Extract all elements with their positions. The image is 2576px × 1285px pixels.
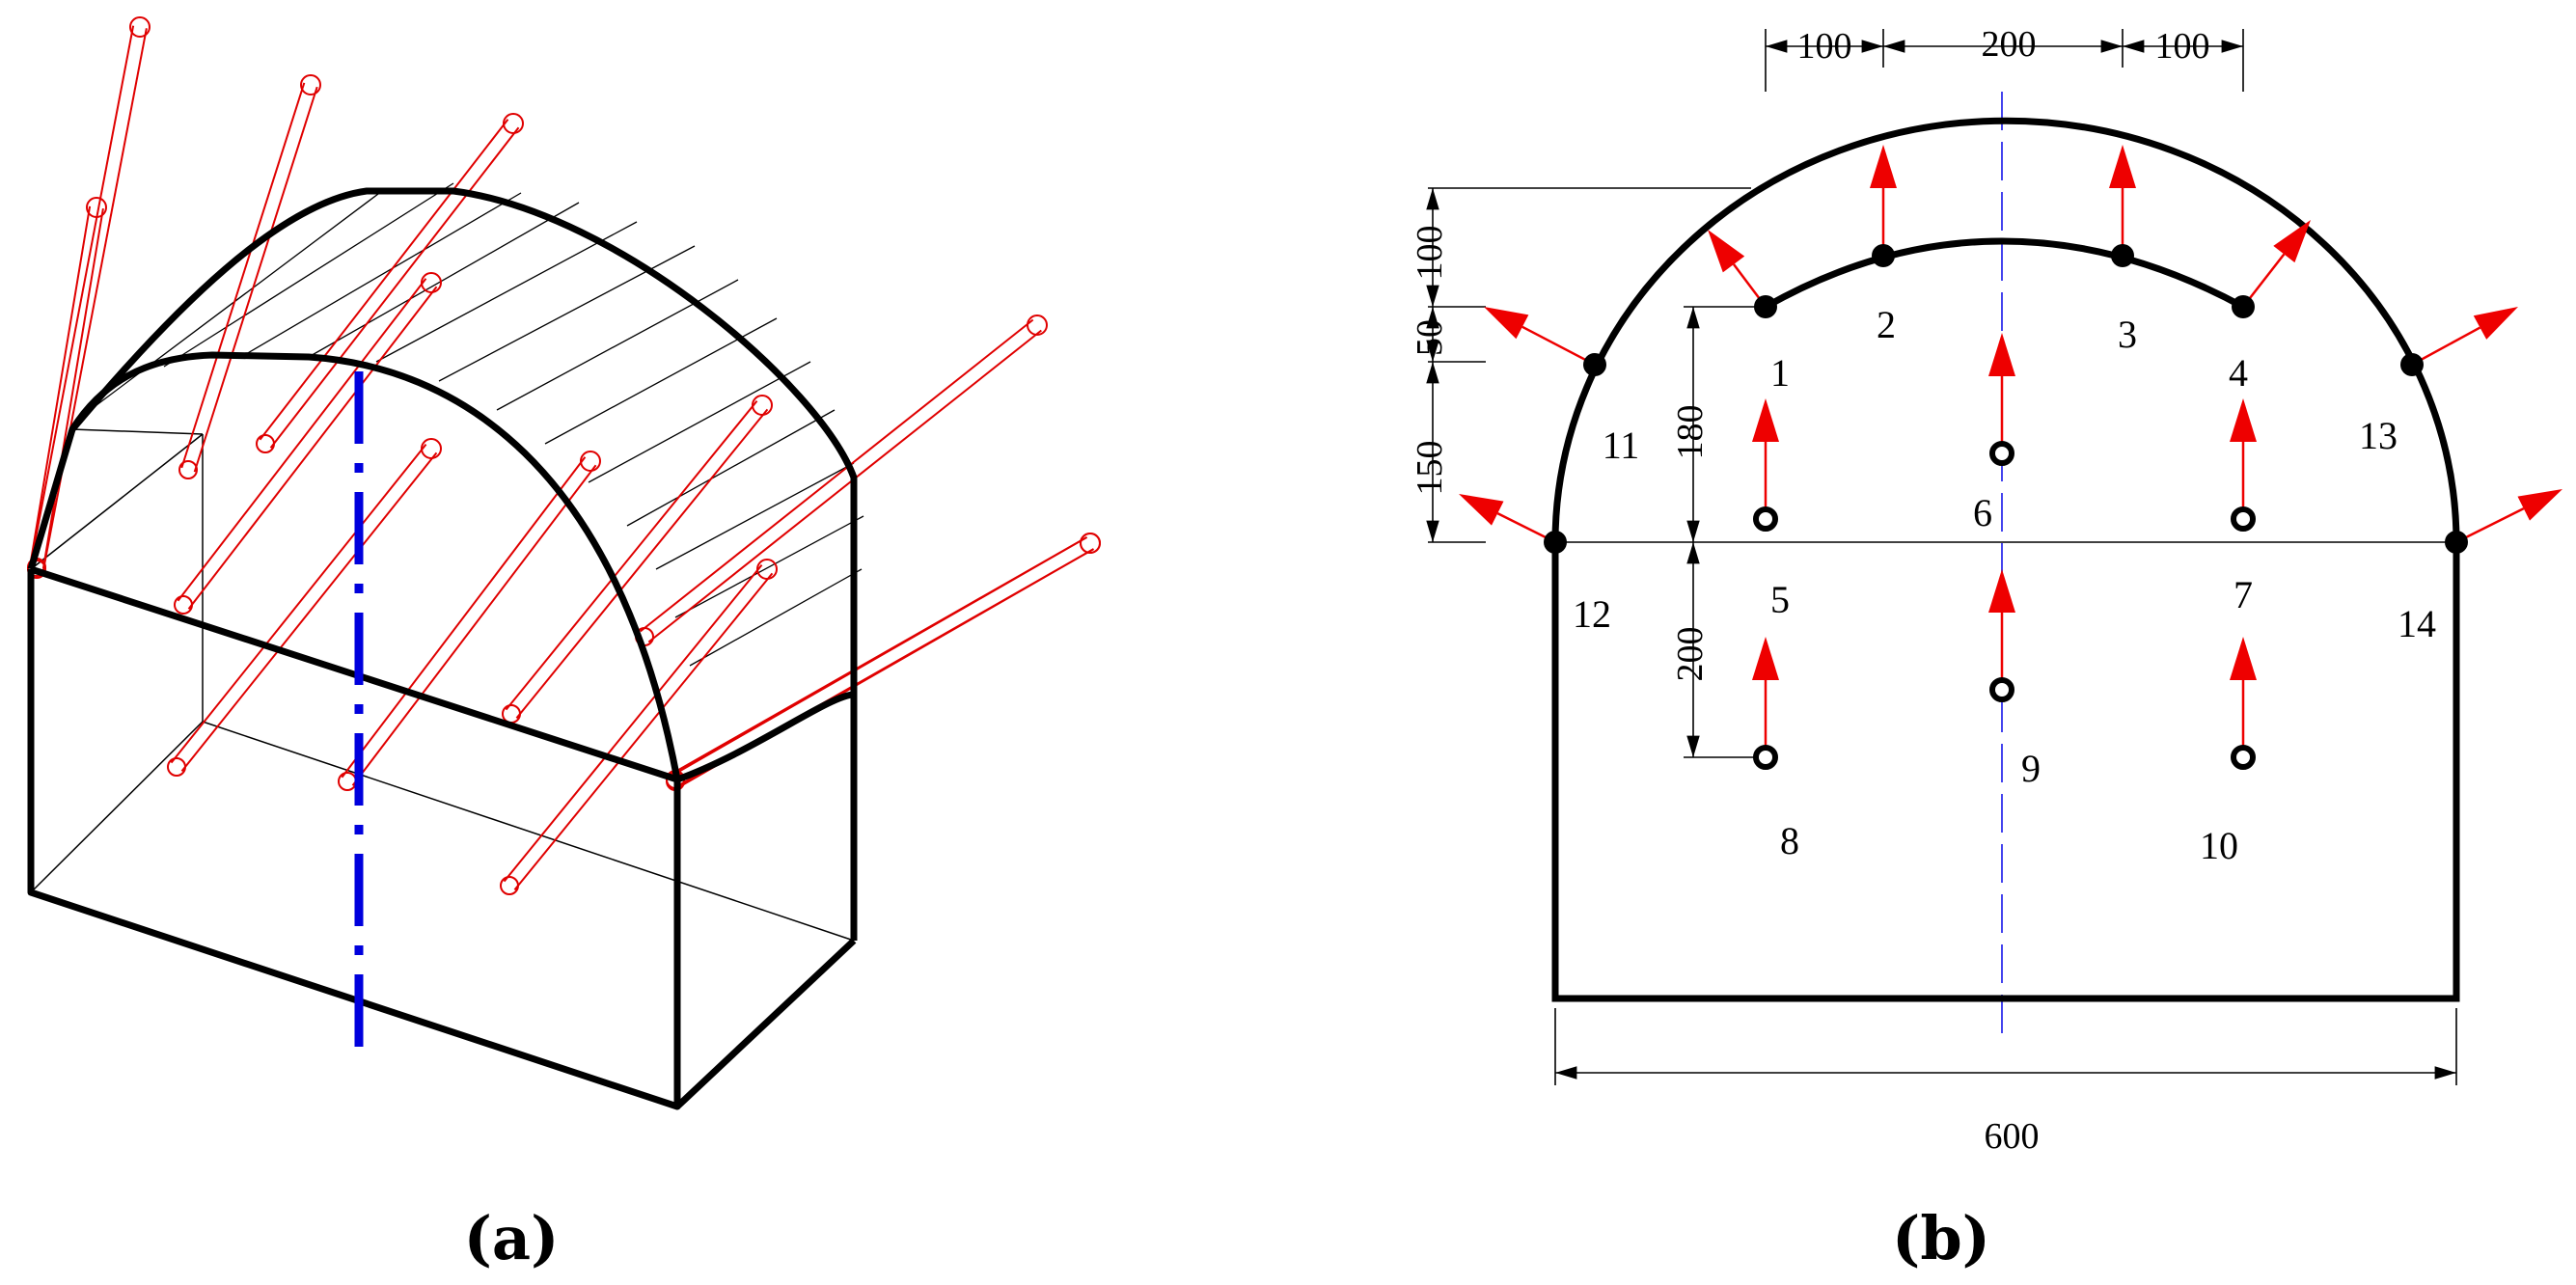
dim-top-left: 100 — [1797, 26, 1852, 67]
load-arrow — [2230, 398, 2257, 519]
anchor-rod — [502, 395, 773, 724]
point-label: 7 — [2233, 573, 2253, 616]
point-label: 10 — [2200, 824, 2238, 867]
point-label: 3 — [2118, 313, 2137, 356]
measure-point — [1989, 441, 2014, 466]
anchor-rod — [167, 438, 442, 777]
measure-point — [2231, 745, 2256, 770]
point-label: 12 — [1573, 592, 1611, 636]
load-arrow — [1870, 145, 1897, 256]
anchor-rod — [666, 533, 1101, 789]
measure-point — [1872, 244, 1895, 267]
load-arrow — [1459, 494, 1556, 544]
load-arrow — [1484, 307, 1596, 367]
measure-point — [1753, 745, 1778, 770]
dim-inner-bottom: 200 — [1670, 627, 1711, 682]
point-label: 9 — [2021, 747, 2041, 790]
dim-inner-top: 180 — [1670, 405, 1711, 460]
dim-width: 600 — [1985, 1116, 2040, 1157]
dimension-lines — [1426, 29, 2457, 1085]
anchor-rod — [500, 559, 778, 895]
point-label: 4 — [2229, 351, 2248, 395]
measure-point — [1544, 531, 1567, 554]
measure-points — [1544, 244, 2468, 770]
dim-top-right: 100 — [2155, 26, 2210, 67]
point-label: 14 — [2398, 602, 2436, 645]
measure-point — [2445, 531, 2468, 554]
point-label: 5 — [1770, 578, 1790, 621]
load-arrow — [1708, 230, 1767, 308]
load-arrow — [1752, 398, 1779, 519]
tunnel-section-outline — [1551, 117, 2460, 1002]
anchor-rod — [666, 533, 1101, 791]
measure-point — [2232, 295, 2255, 318]
measure-point — [1583, 353, 1606, 376]
point-label: 13 — [2359, 414, 2398, 457]
thin-edges — [30, 428, 855, 942]
load-arrow — [2242, 220, 2311, 308]
point-label: 2 — [1877, 303, 1896, 346]
point-label: 11 — [1603, 424, 1640, 467]
load-arrow — [1752, 637, 1779, 757]
panel-b-label: (b) — [1892, 1203, 1990, 1273]
measure-point — [2231, 506, 2256, 532]
anchor-rod — [178, 74, 321, 479]
point-label: 8 — [1780, 819, 1799, 862]
load-arrow — [1988, 569, 2015, 690]
load-arrow — [2230, 637, 2257, 757]
dim-left-middle: 50 — [1410, 319, 1450, 356]
load-arrow — [2411, 307, 2518, 367]
inner-arch — [1764, 237, 2245, 311]
load-arrow — [2109, 145, 2136, 256]
panel-a-tunnel-3d: (a) — [27, 16, 1101, 1273]
point-label: 1 — [1770, 351, 1790, 395]
panel-a-label: (a) — [464, 1203, 560, 1273]
measure-point — [2400, 353, 2424, 376]
roof-hatching — [96, 182, 864, 667]
dim-left-top: 100 — [1410, 226, 1450, 281]
load-arrow — [1988, 333, 2015, 453]
measure-point — [2111, 244, 2134, 267]
dim-left-bottom: 150 — [1410, 441, 1450, 496]
anchor-rod — [338, 451, 601, 791]
anchor-rod — [27, 197, 107, 577]
measure-point — [1753, 506, 1778, 532]
load-arrow — [2455, 489, 2562, 544]
measure-point — [1754, 295, 1777, 318]
anchor-rods — [27, 16, 1101, 895]
measure-point — [1989, 677, 2014, 702]
anchor-rod — [174, 272, 442, 615]
anchor-rod — [256, 113, 524, 453]
point-label: 6 — [1973, 491, 1992, 534]
tunnel-outline — [27, 187, 858, 1110]
dimension-labels: 100 200 100 100 50 150 180 200 600 — [1410, 24, 2210, 1157]
dim-top-center: 200 — [1982, 24, 2037, 65]
